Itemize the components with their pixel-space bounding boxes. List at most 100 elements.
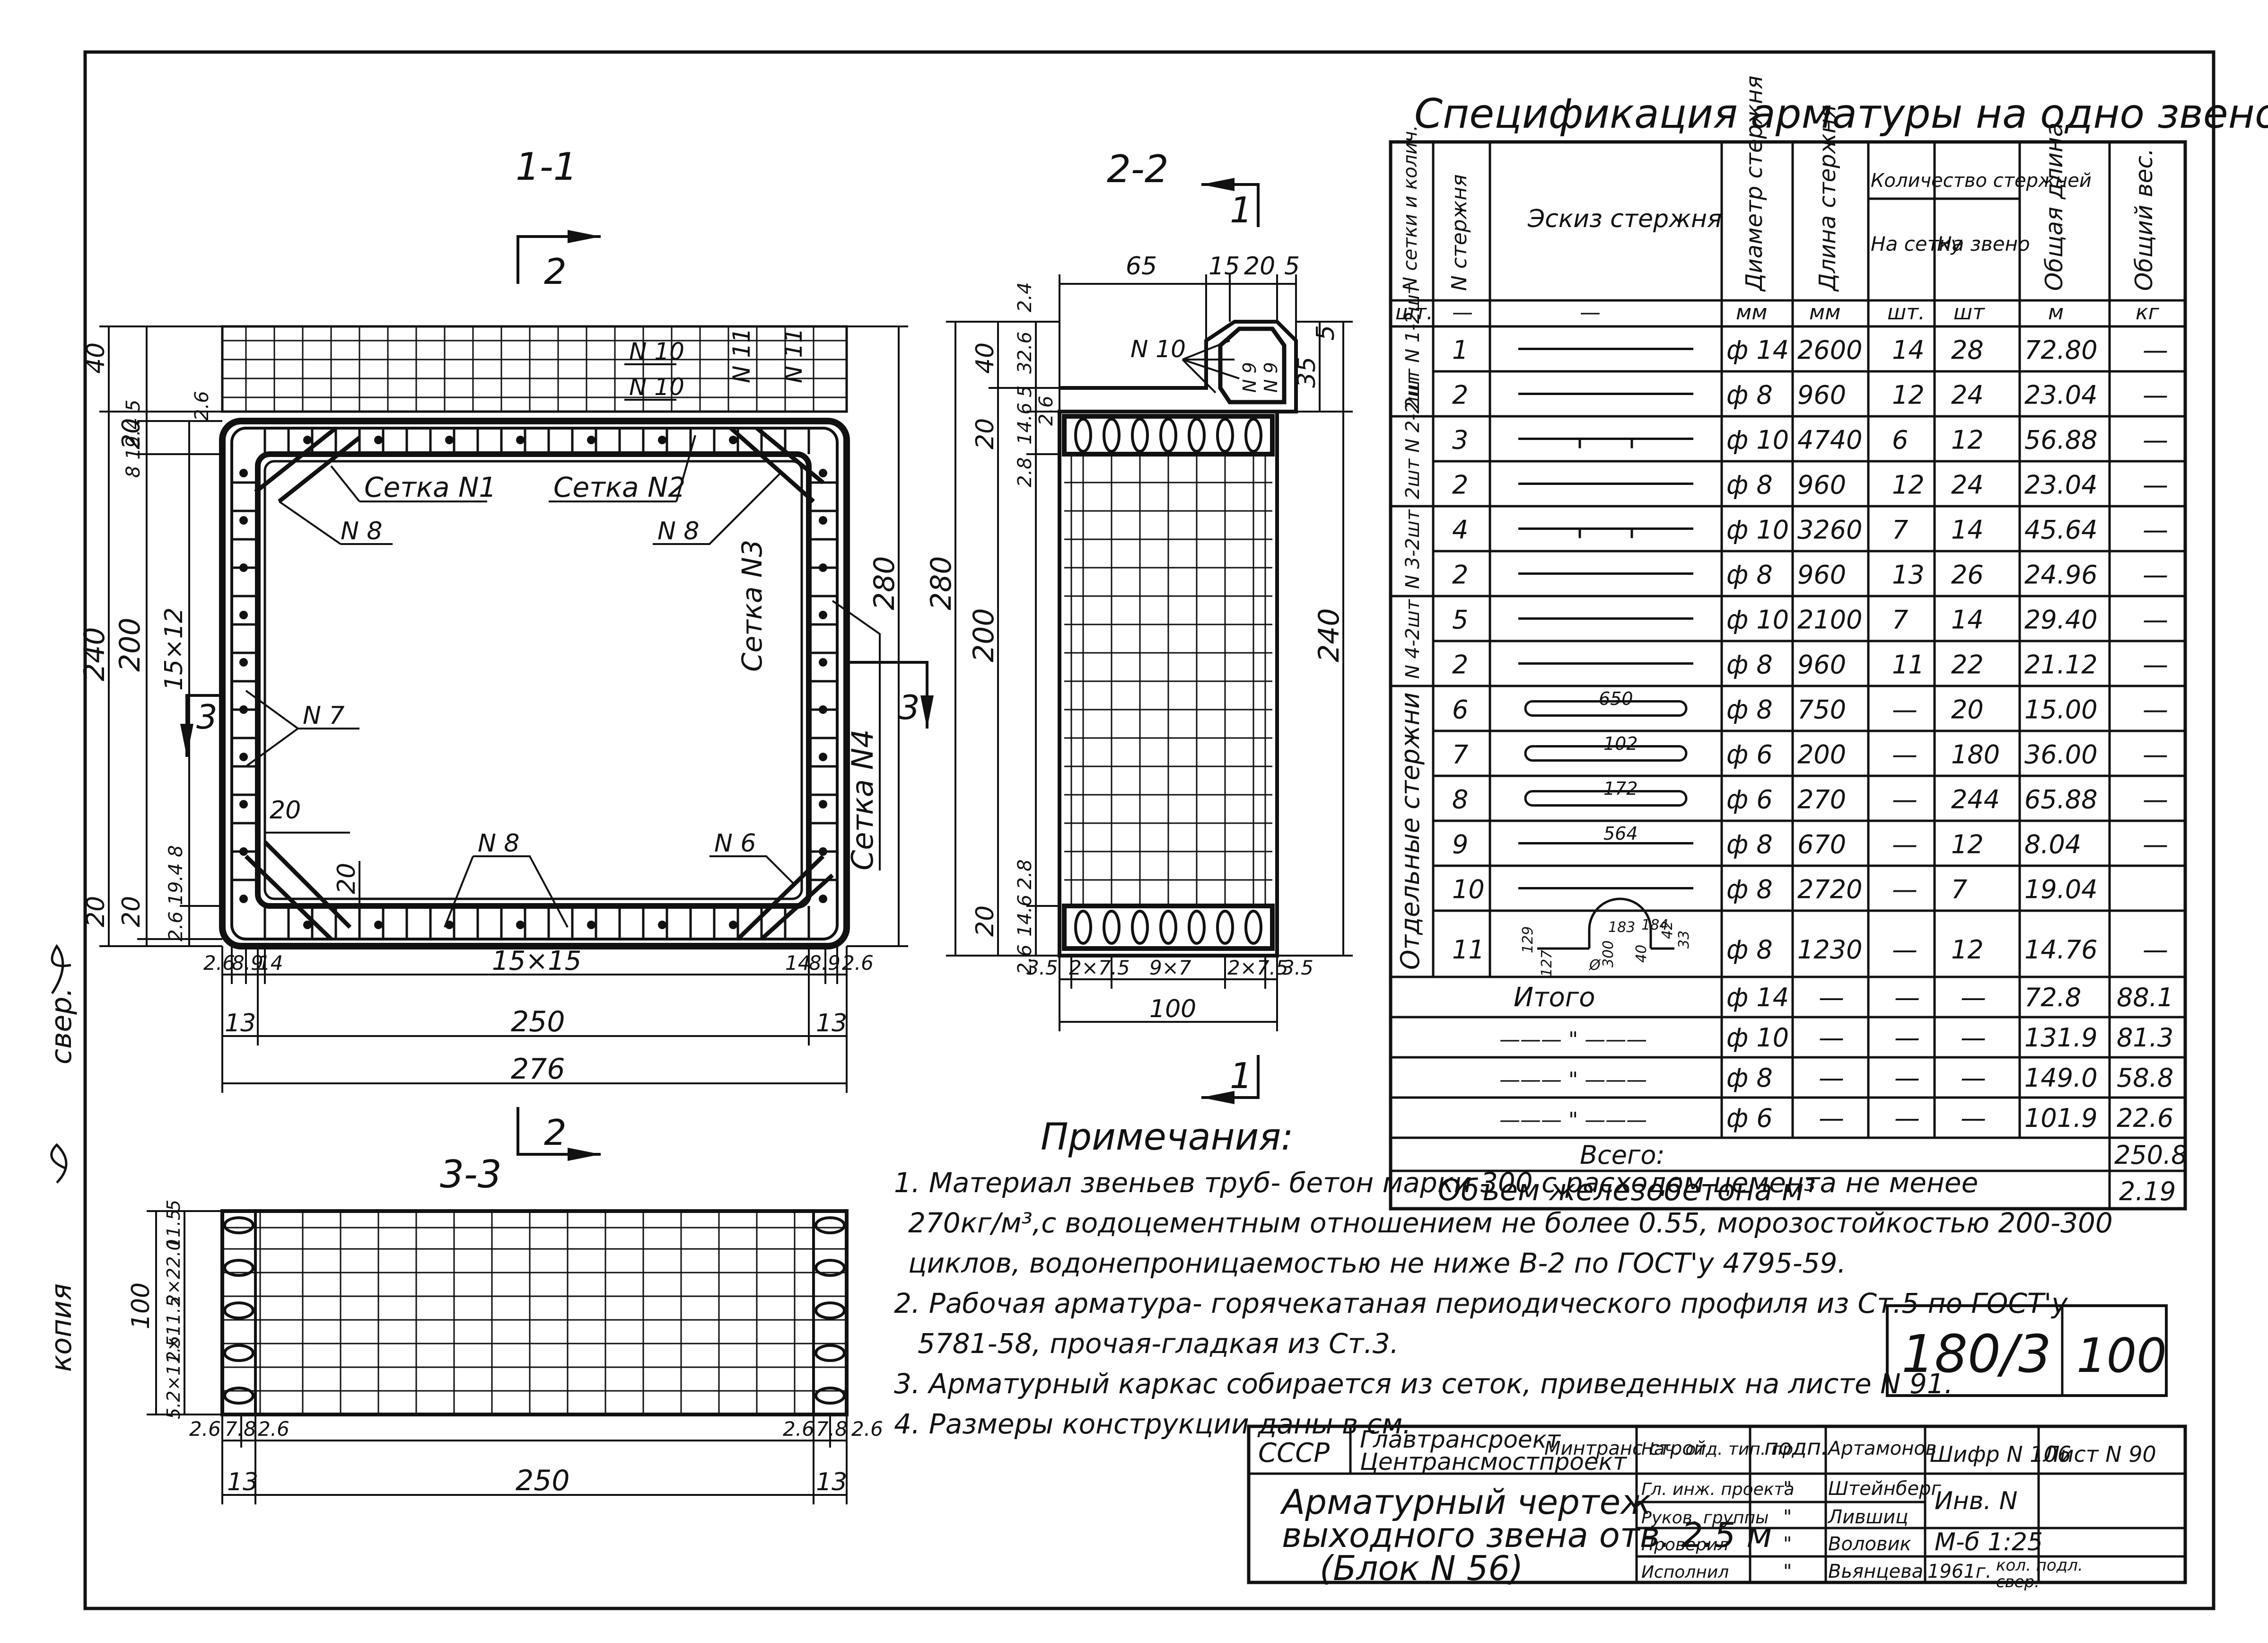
stamp-podp: подп. bbox=[1764, 1434, 1828, 1460]
dim-22-2-6-bot: 2.6 bbox=[1014, 944, 1036, 975]
dim-33-2-6-c: 2.6 bbox=[783, 1417, 814, 1441]
spec-frame bbox=[1389, 140, 2187, 1211]
dim-top-20: 20 bbox=[1244, 252, 1275, 281]
corner-bars-11 bbox=[244, 426, 834, 941]
spec-row-len: 1230 bbox=[1797, 935, 1862, 965]
spec-row-bar: 9 bbox=[1452, 829, 1468, 859]
dim-22-20-top: 20 bbox=[971, 418, 999, 449]
spec-row-total-len: 8.04 bbox=[2024, 829, 2081, 859]
dim-bottom-8-9-r: 8.9 bbox=[809, 951, 841, 975]
stamp-name: Артамонов bbox=[1827, 1438, 1936, 1459]
spec-header-total-len: Общая длина bbox=[2040, 123, 2068, 291]
dim-22-20-bot: 20 bbox=[971, 905, 999, 937]
spec-row-diam: ф 8 bbox=[1726, 694, 1773, 724]
sketch-dim-r11-3: 42 bbox=[1659, 921, 1676, 939]
spec-row-per-mesh: — bbox=[1892, 874, 1918, 904]
spec-group-4: Отдельные стержни bbox=[1395, 692, 1425, 970]
stamp-role: Руков. группы bbox=[1641, 1508, 1769, 1528]
spec-row-per-link: 24 bbox=[1951, 470, 1984, 500]
stamp-frame bbox=[1247, 1424, 2187, 1584]
spec-unit-2: — bbox=[1580, 300, 1601, 325]
dim-22-9x7: 9×7 bbox=[1149, 956, 1191, 979]
stamp-name: Вьянцева bbox=[1828, 1561, 1923, 1582]
stamp-ditto: " bbox=[1783, 1506, 1792, 1528]
spec-row-bar: 2 bbox=[1452, 560, 1468, 589]
spec-row-total-wt: — bbox=[2143, 650, 2168, 679]
spec-title: Спецификация арматуры на одно звено bbox=[1414, 90, 2268, 138]
dim-inner-20-v-label: 20 bbox=[333, 863, 361, 894]
dim-bottom-13-l: 13 bbox=[225, 1009, 256, 1037]
spec-row-diam: ф 8 bbox=[1726, 829, 1773, 859]
dim-33-2-6-d: 2.6 bbox=[851, 1417, 883, 1441]
leader-n10-22 bbox=[1182, 340, 1240, 394]
dim-33-11-5: 11.5 bbox=[163, 1209, 184, 1249]
dim-22-2-8-bot: 2.8 bbox=[1014, 859, 1036, 889]
spec-row-per-link: 180 bbox=[1951, 739, 2000, 769]
stamp-ditto: " bbox=[1783, 1478, 1792, 1500]
dim-22-2x7-5-l: 2×7.5 bbox=[1069, 956, 1130, 979]
spec-row-len: 670 bbox=[1797, 829, 1846, 859]
spec-row-bar: 4 bbox=[1452, 515, 1468, 545]
spec-header-diam: Диаметр стержня bbox=[1741, 76, 1768, 292]
spec-total-len-dash: — bbox=[1819, 1103, 1844, 1133]
spec-row-per-link: 7 bbox=[1951, 874, 1967, 904]
spec-total-per-link-dash: — bbox=[1961, 1103, 1986, 1133]
spec-row-total-wt: — bbox=[2143, 784, 2168, 814]
spec-unit-5: шт. bbox=[1887, 300, 1925, 325]
dim-top-65: 65 bbox=[1126, 252, 1157, 281]
spec-row-total-wt: — bbox=[2143, 739, 2168, 769]
spec-row-total-len: 19.04 bbox=[2024, 874, 2098, 904]
spec-volume-label: Объем железобетона м³ bbox=[1438, 1173, 1815, 1207]
spec-unit-6: шт bbox=[1953, 300, 1985, 325]
spec-header-total-wt: Общий вес. bbox=[2130, 148, 2158, 291]
spec-row-per-link: 12 bbox=[1951, 935, 1984, 965]
spec-row-len: 750 bbox=[1797, 694, 1846, 724]
dim-left-20: 20 bbox=[117, 418, 146, 449]
outline-33 bbox=[220, 1209, 849, 1416]
stamp-ministry: Минтранс строй bbox=[1544, 1438, 1706, 1459]
spec-total-per-mesh-dash: — bbox=[1894, 1063, 1920, 1093]
spec-totals-ditto: ——— " ——— bbox=[1499, 1068, 1647, 1092]
spec-row-diam: ф 14 bbox=[1726, 335, 1789, 365]
spec-total-len-dash: — bbox=[1819, 983, 1844, 1012]
sheet-number: 100 bbox=[2076, 1328, 2167, 1383]
spec-total-per-link-dash: — bbox=[1961, 1023, 1986, 1053]
stamp-shifr: Шифр N 106 bbox=[1930, 1441, 2071, 1467]
specification-table: Спецификация арматуры на одно звено N се… bbox=[1389, 76, 2268, 1211]
spec-row-total-wt: — bbox=[2143, 605, 2168, 634]
spec-row-total-len: 29.40 bbox=[2024, 605, 2098, 634]
dim-bottom-14-r: 14 bbox=[785, 951, 810, 975]
stamp-role: Нач. отд. тип. пр. bbox=[1641, 1440, 1799, 1459]
spec-row-per-link: 26 bbox=[1951, 560, 1984, 589]
spec-total-wt: 22.6 bbox=[2117, 1103, 2173, 1133]
dim-22-32-6: 32.6 bbox=[1014, 332, 1036, 374]
margin-signature-mark bbox=[50, 944, 71, 1184]
cut-2-bottom: 2 bbox=[544, 1112, 567, 1153]
dim-33-7-8-a: 7.8 bbox=[225, 1417, 256, 1441]
spec-row-diam: ф 10 bbox=[1726, 515, 1789, 545]
spec-row-len: 960 bbox=[1797, 470, 1846, 500]
sketch-dim-r11-8: Ø bbox=[1588, 957, 1601, 974]
spec-row-per-mesh: 7 bbox=[1892, 515, 1908, 545]
spec-row-len: 200 bbox=[1797, 739, 1846, 769]
spec-unit-3: мм bbox=[1736, 300, 1767, 325]
label-n10-b: N 10 bbox=[629, 373, 684, 401]
spec-row-total-len: 15.00 bbox=[2024, 694, 2098, 724]
spec-total-len-dash: — bbox=[1819, 1023, 1844, 1053]
spec-row-total-wt: — bbox=[2143, 935, 2168, 965]
stamp-title-line: Арматурный чертеж bbox=[1280, 1482, 1651, 1522]
spec-row-total-len: 21.12 bbox=[2024, 650, 2098, 679]
dim-22-5-r: 5 bbox=[1312, 325, 1340, 341]
spec-row-total-wt: — bbox=[2143, 380, 2168, 410]
spec-row-per-mesh: 14 bbox=[1892, 335, 1925, 365]
spec-row-bar: 1 bbox=[1452, 335, 1468, 365]
dim-33-13-r: 13 bbox=[816, 1468, 847, 1496]
dims-bottom-33 bbox=[221, 1415, 848, 1504]
spec-total-len-dash: — bbox=[1819, 1063, 1844, 1093]
dims-top-22 bbox=[1059, 274, 1297, 412]
spec-row-diam: ф 6 bbox=[1726, 739, 1773, 769]
hood-bar-n9 bbox=[1218, 326, 1287, 404]
spec-total-wt: 81.3 bbox=[2117, 1023, 2173, 1053]
bar-sketch bbox=[1524, 745, 1688, 762]
note-line: 5781-58, прочая-гладкая из Ст.3. bbox=[918, 1327, 1399, 1360]
